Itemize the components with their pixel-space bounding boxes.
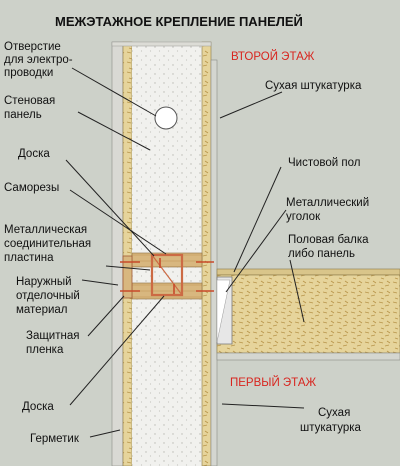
diagram-title: МЕЖЭТАЖНОЕ КРЕПЛЕНИЕ ПАНЕЛЕЙ xyxy=(55,14,303,29)
label-screws: Саморезы xyxy=(4,182,59,194)
leader-lines xyxy=(65,67,305,438)
leader-protective-film xyxy=(87,295,125,337)
right-labels: ВТОРОЙ ЭТАЖ ПЕРВЫЙ ЭТАЖ Сухая штукатурка… xyxy=(230,50,372,434)
label-drywall-bottom: Сухая штукатурка xyxy=(300,407,361,434)
metal-angle-gusset xyxy=(216,279,231,343)
label-metal-plate: Металлическая соединительная пластина xyxy=(4,224,94,264)
osb-outer-layer xyxy=(122,41,133,466)
leader-board-top xyxy=(65,159,155,257)
leader-board-bottom xyxy=(69,295,165,406)
floor-label-upper: ВТОРОЙ ЭТАЖ xyxy=(231,50,315,63)
label-wall-panel: Стеновая панель xyxy=(4,95,58,121)
leader-drywall-top xyxy=(219,91,283,119)
leader-screws xyxy=(69,189,167,255)
leader-metal-angle xyxy=(225,209,287,293)
left-labels: Отверстие для электро- проводки Стеновая… xyxy=(4,41,94,445)
board-bottom xyxy=(131,282,203,300)
outer-joint-plate xyxy=(122,255,133,299)
leader-drywall-bottom xyxy=(221,403,305,409)
floor-beam-panel xyxy=(216,274,400,354)
leader-metal-plate xyxy=(105,265,151,271)
label-metal-angle: Металлический уголок xyxy=(286,197,372,223)
drywall-layer xyxy=(210,59,218,466)
top-cap xyxy=(111,41,212,47)
exterior-finish-layer xyxy=(111,41,124,466)
finish-floor xyxy=(216,268,400,276)
osb-inner-layer xyxy=(201,41,212,466)
label-finish-material: Наружный отделочный материал xyxy=(16,276,83,316)
label-board-bottom: Доска xyxy=(22,401,54,413)
floor-bottom-layer xyxy=(216,352,400,361)
leader-wall-panel xyxy=(77,111,151,151)
leader-finish-floor xyxy=(233,166,282,273)
screws xyxy=(120,258,214,294)
label-board-top: Доска xyxy=(18,148,50,160)
floor-label-lower: ПЕРВЫЙ ЭТАЖ xyxy=(230,376,316,389)
metal-plate xyxy=(150,253,184,297)
label-hole: Отверстие для электро- проводки xyxy=(4,41,76,79)
joint-assembly xyxy=(122,252,203,300)
wiring-hole xyxy=(154,106,178,130)
label-sealant: Герметик xyxy=(30,433,80,445)
leader-floor-beam xyxy=(289,259,305,323)
leader-hole xyxy=(71,67,157,117)
leader-sealant xyxy=(89,429,121,438)
label-protective-film: Защитная пленка xyxy=(26,330,83,356)
label-floor-beam: Половая балка либо панель xyxy=(288,234,372,260)
leader-finish-material xyxy=(81,279,119,286)
label-drywall-top: Сухая штукатурка xyxy=(265,80,362,92)
label-finish-floor: Чистовой пол xyxy=(288,157,360,169)
floor-assembly xyxy=(216,268,400,361)
metal-plate-diagonal xyxy=(151,254,183,296)
